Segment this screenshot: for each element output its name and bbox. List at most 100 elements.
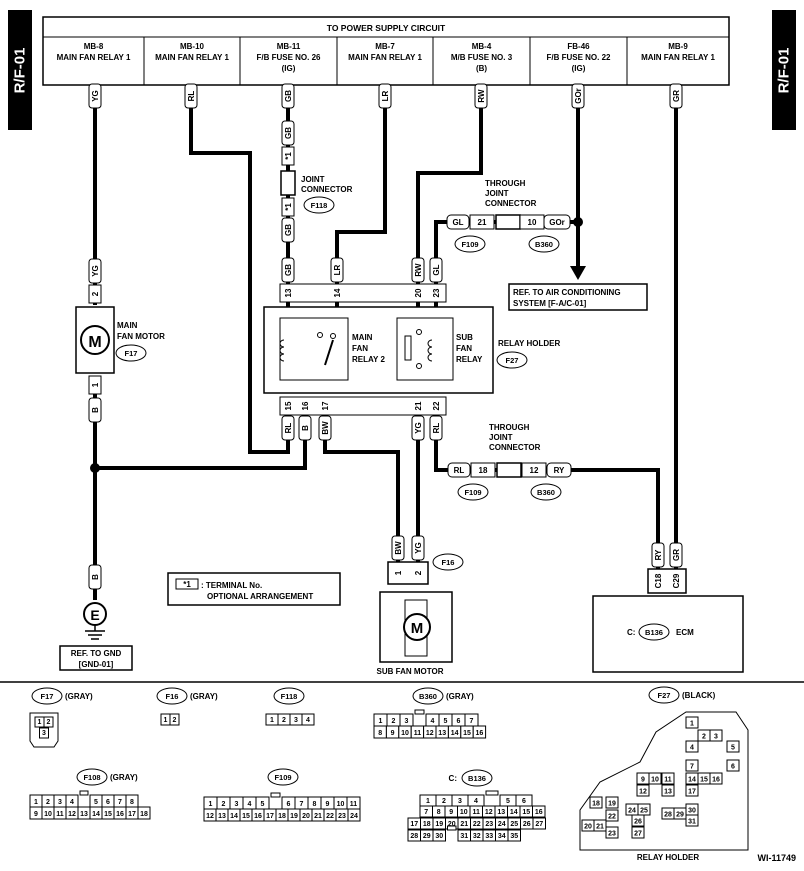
b136-pin: 3 (458, 798, 462, 805)
b136-pin: 32 (473, 833, 481, 840)
f27-pin: 12 (639, 789, 647, 796)
sub-fan-motor-label: SUB FAN MOTOR (377, 667, 444, 676)
wire-lr-to-relay14 (335, 85, 387, 310)
relay-contact (317, 332, 323, 338)
terminal-tag (88, 375, 102, 395)
supply-box-label: MAIN FAN RELAY 1 (641, 53, 715, 62)
f27-cell (661, 784, 675, 797)
b360-code (412, 687, 444, 705)
f108-cell (137, 806, 151, 820)
wire-color-tag-text: LR (333, 264, 342, 275)
sheet-tab-left: R/F-01 (8, 10, 32, 130)
main-fan-motor-label: FAN MOTOR (117, 332, 165, 341)
terminal-tag-text: *1 (284, 152, 293, 160)
b136-pin: 4 (474, 798, 478, 805)
f109-pin: 11 (350, 801, 358, 808)
wire-color-tag (669, 83, 683, 109)
b136-pin: 28 (410, 833, 418, 840)
f109-pin: 13 (218, 813, 226, 820)
sub-fan-motor-symbol (403, 613, 431, 641)
f27-pin: 10 (651, 777, 659, 784)
f27-pin: 2 (702, 734, 706, 741)
b136-pin: 19 (435, 821, 443, 828)
f27-pin: 3 (714, 734, 718, 741)
wire-color-tag (281, 415, 295, 441)
f108-key-notch (79, 790, 89, 796)
f27-cell (605, 826, 619, 839)
supply-box-label: MB-9 (668, 42, 688, 51)
f27-pin: 21 (596, 824, 604, 831)
b136-key-notch (447, 825, 457, 831)
f109-pin: 16 (254, 813, 262, 820)
relay-holder-code-text: F27 (506, 356, 519, 365)
terminal-tag-text: 12 (530, 466, 539, 475)
b360-pin: 2 (392, 718, 396, 725)
wire-color-tag-text: GR (672, 90, 681, 102)
ecm-code-text: B136 (645, 628, 663, 637)
b136-pin: 33 (485, 833, 493, 840)
ref-ac-box (508, 283, 648, 311)
wire-color-tag-text: GR (672, 549, 681, 561)
supply-box-label: MB-7 (375, 42, 395, 51)
f27-pin: 4 (690, 745, 694, 752)
b360-pin: 9 (391, 730, 395, 737)
b136-pin: 34 (498, 833, 506, 840)
wire-color-tag-text: YG (414, 422, 423, 434)
ecm-label: ECM (676, 628, 694, 637)
b136-cell (432, 829, 446, 842)
relay-contact (416, 329, 422, 335)
wire-color-tag (411, 257, 425, 283)
f109-pin: 2 (222, 801, 226, 808)
wire-color-tag (88, 258, 102, 284)
f109-pin: 7 (300, 801, 304, 808)
terminal-tag (281, 197, 295, 217)
b136-pin: 14 (510, 809, 518, 816)
sub-fan-code (432, 553, 464, 571)
through-joint-code-text: F109 (461, 240, 478, 249)
through-joint-label: JOINT (485, 189, 509, 198)
through-joint-code (528, 235, 560, 253)
ecm-connector (647, 568, 687, 594)
f27-code-text: F27 (658, 691, 671, 700)
f27-cell (685, 740, 699, 753)
relay-bottom-pin: 17 (321, 401, 330, 410)
wire-color-tag-text: GOr (574, 88, 583, 104)
ground-ref-text: REF. TO GND (71, 649, 122, 658)
f109-pin: 15 (242, 813, 250, 820)
joint-connector-code-text: F118 (311, 201, 328, 210)
wire-color-tag (88, 83, 102, 109)
wire-color-tag (474, 83, 488, 109)
wire-color-tag (411, 415, 425, 441)
f27-cell (685, 814, 699, 827)
terminal-tag (469, 214, 495, 230)
relay-bottom-pin: 21 (414, 401, 423, 410)
wire-color-tag (546, 462, 572, 478)
f108-pin: 10 (44, 811, 52, 818)
joint-connector-body (280, 170, 296, 196)
legend-key (175, 578, 199, 590)
terminal-tag (281, 146, 295, 166)
b136-cell (532, 817, 546, 830)
b136-key-notch (485, 790, 499, 796)
wire-color-tag-text: RY (654, 549, 663, 560)
relay-top-pin: 13 (284, 288, 293, 297)
f27-cell (685, 716, 699, 729)
wire-color-tag (298, 415, 312, 441)
sub-fan-motor-symbol-text: M (411, 620, 424, 637)
relay-bottom-pin: 16 (301, 401, 310, 410)
terminal-tag-text: 2 (91, 291, 100, 296)
terminal-tag (470, 462, 496, 478)
relay-top-connector (279, 283, 447, 303)
f118-pin: 1 (270, 717, 274, 724)
f27-pin: 30 (688, 808, 696, 815)
main-fan-motor-code (115, 344, 147, 362)
supply-box-label: MAIN FAN RELAY 1 (155, 53, 229, 62)
wire-color-tag (446, 214, 470, 230)
b136-cell (532, 805, 546, 818)
b136-pin: 18 (423, 821, 431, 828)
f118-pin: 2 (282, 717, 286, 724)
wire-color-tag-text: B (91, 574, 100, 580)
relay-bottom-connector (279, 396, 447, 416)
wire-color-tag (571, 83, 585, 109)
